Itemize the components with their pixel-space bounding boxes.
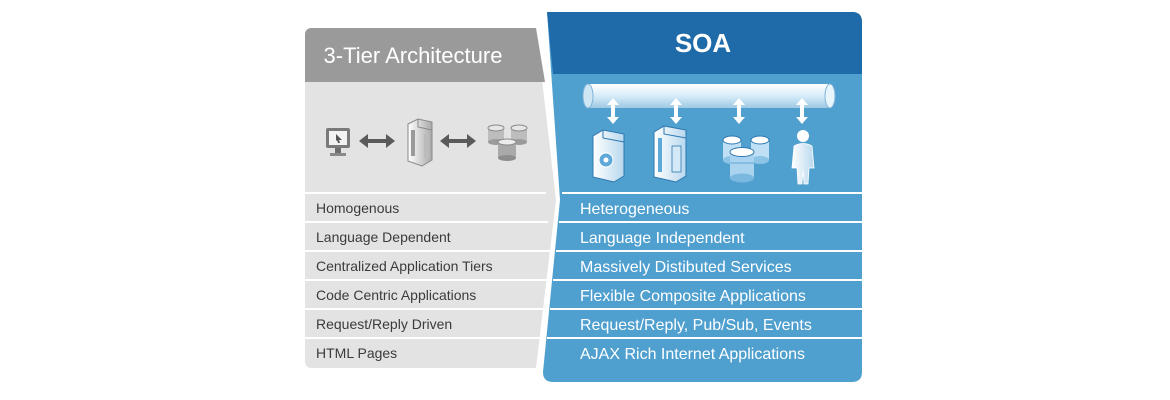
right-rows: Heterogeneous Language Independent Massi… — [547, 192, 862, 363]
right-panel-header — [547, 12, 862, 74]
connector-arrow-icon — [733, 98, 745, 124]
left-row-html-pages: HTML Pages — [316, 345, 397, 361]
server-icon — [653, 125, 687, 183]
appliance-icon — [592, 129, 625, 183]
connector-arrow-icon — [796, 98, 808, 124]
right-row-ajax-ria: AJAX Rich Internet Applications — [580, 346, 805, 363]
left-row-language-dependent: Language Dependent — [316, 229, 451, 245]
connector-arrow-icon — [670, 98, 682, 124]
double-arrow-icon — [440, 134, 476, 148]
left-row-request-reply: Request/Reply Driven — [316, 316, 452, 332]
left-rows: Homogenous Language Dependent Centralize… — [305, 192, 550, 361]
right-panel-title: SOA — [675, 28, 732, 58]
left-panel-header — [305, 28, 545, 82]
bus-connector-arrows — [607, 98, 808, 124]
database-stack-icon — [722, 135, 770, 183]
database-stack-icon — [487, 124, 528, 161]
server-icon — [407, 118, 433, 167]
monitor-icon — [326, 128, 350, 156]
service-bus-pipe-icon — [582, 83, 836, 109]
right-row-composite-apps: Flexible Composite Applications — [580, 288, 806, 305]
left-panel-title: 3-Tier Architecture — [324, 43, 503, 68]
left-row-centralized-tiers: Centralized Application Tiers — [316, 258, 493, 274]
connector-arrow-icon — [607, 98, 619, 124]
right-row-pub-sub-events: Request/Reply, Pub/Sub, Events — [580, 317, 812, 334]
right-row-language-independent: Language Independent — [580, 230, 745, 247]
left-row-homogenous: Homogenous — [316, 200, 399, 216]
right-row-distributed-services: Massively Distibuted Services — [580, 259, 792, 276]
double-arrow-icon — [359, 134, 395, 148]
left-panel: 3-Tier Architecture — [305, 28, 556, 368]
left-panel-body — [305, 28, 556, 368]
left-row-code-centric: Code Centric Applications — [316, 287, 476, 303]
person-icon — [791, 130, 815, 185]
right-panel: SOA — [543, 12, 862, 382]
right-row-heterogeneous: Heterogeneous — [580, 201, 689, 218]
